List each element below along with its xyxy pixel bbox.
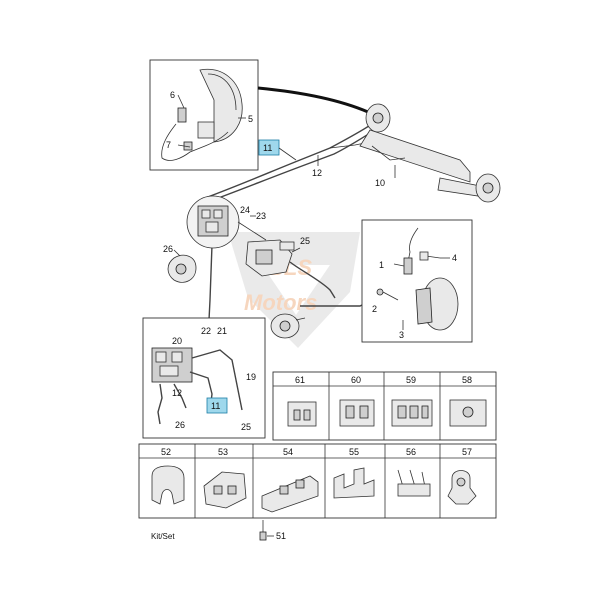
watermark-text-2: Motors (244, 290, 317, 315)
grid-label-59: 59 (406, 375, 416, 385)
parts-grid-row-2 (138, 443, 497, 519)
detail-inset-front-caliper (361, 219, 473, 343)
rear-axle-beam (359, 103, 501, 203)
grid-label-60: 60 (351, 375, 361, 385)
callout-7: 7 (166, 140, 171, 150)
highlight-callout-11-top: 11 (258, 139, 297, 161)
grid-label-61: 61 (295, 375, 305, 385)
grid-label-57: 57 (462, 447, 472, 457)
grid-label-55: 55 (349, 447, 359, 457)
callout-10: 10 (375, 178, 385, 188)
callout-26b: 26 (175, 420, 185, 430)
callout-3: 3 (399, 330, 404, 340)
grid-label-56: 56 (406, 447, 416, 457)
abs-modulator-assembly (167, 195, 295, 283)
callout-2: 2 (372, 304, 377, 314)
callout-23: 23 (256, 211, 266, 221)
grid-label-52: 52 (161, 447, 171, 457)
detail-inset-rear-hose (149, 59, 259, 171)
callout-11b: 11 (211, 401, 220, 411)
callout-12a: 12 (312, 168, 322, 178)
grid-label-58: 58 (462, 375, 472, 385)
kit-set-label: Kit/Set (151, 532, 175, 541)
front-hub (270, 313, 306, 339)
parts-grid-row-1 (272, 371, 497, 441)
callout-20: 20 (172, 336, 182, 346)
callout-6: 6 (170, 90, 175, 100)
callout-19: 19 (246, 372, 256, 382)
callout-4: 4 (452, 253, 457, 263)
callout-1: 1 (379, 260, 384, 270)
grid-label-53: 53 (218, 447, 228, 457)
callout-21: 21 (217, 326, 227, 336)
callout-26a: 26 (163, 244, 173, 254)
grid-label-54: 54 (283, 447, 293, 457)
callout-22: 22 (201, 326, 211, 336)
callout-12b: 12 (172, 388, 182, 398)
callout-24: 24 (240, 205, 250, 215)
bolt-51 (259, 520, 274, 541)
callout-51: 51 (276, 531, 286, 541)
callout-11a: 11 (263, 143, 272, 153)
callout-25a: 25 (300, 236, 310, 246)
callout-25b: 25 (241, 422, 251, 432)
callout-5: 5 (248, 114, 253, 124)
highlight-callout-11-bottom: 11 (206, 397, 228, 414)
